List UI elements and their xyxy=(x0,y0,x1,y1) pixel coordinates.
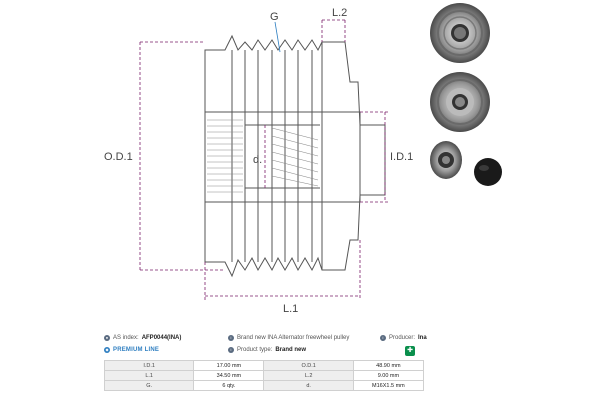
outer-diameter-label: O.D.1 xyxy=(104,151,133,163)
index-key: AS index: xyxy=(113,335,139,341)
bore-label: d. xyxy=(253,154,262,166)
product-type-value: Brand new xyxy=(275,347,307,353)
spec-key: L.1 xyxy=(103,370,195,381)
spec-table: I.D.1 17.00 mm O.D.1 48.90 mm L.1 34.50 … xyxy=(103,360,425,391)
length2-label: L.2 xyxy=(332,7,347,19)
ina-logo-icon: ✚ xyxy=(405,346,415,356)
info-icon: i xyxy=(380,335,386,341)
spec-value: 34.50 mm xyxy=(193,370,265,381)
index-row: ● AS index: AFP0044(INA) xyxy=(104,332,422,344)
info-icon: i xyxy=(228,335,234,341)
groove-label: G xyxy=(270,11,279,23)
info-right: i Producer: Ina xyxy=(380,332,427,344)
pulley-photo-parts xyxy=(430,141,502,186)
premium-row: ◆ PREMIUM LINE xyxy=(104,344,422,356)
info-left: ● AS index: AFP0044(INA) ◆ PREMIUM LINE xyxy=(104,332,422,356)
spec-key: O.D.1 xyxy=(263,360,354,371)
product-type-key: Product type: xyxy=(237,347,273,353)
pulley-technical-drawing: G L.2 O.D.1 I.D.1 d. L.1 xyxy=(104,7,413,315)
spec-value: 9.00 mm xyxy=(352,370,425,381)
index-value: AFP0044(INA) xyxy=(141,335,182,341)
table-row: I.D.1 17.00 mm O.D.1 48.90 mm xyxy=(103,360,425,371)
product-type-row: i Product type: Brand new xyxy=(228,344,349,356)
spec-key: I.D.1 xyxy=(103,360,195,371)
product-photos xyxy=(430,3,502,186)
spec-value: 6 qty. xyxy=(193,380,265,391)
producer-key: Producer: xyxy=(389,335,416,341)
pulley-photo-front xyxy=(430,3,490,63)
spec-key: G. xyxy=(103,380,195,391)
spec-value: 17.00 mm xyxy=(193,360,265,371)
producer-value: Ina xyxy=(418,335,427,341)
table-row: G. 6 qty. d. M16X1.5 mm xyxy=(103,380,425,391)
premium-line-label: PREMIUM LINE xyxy=(113,347,160,353)
diamond-icon: ◆ xyxy=(104,347,110,353)
spec-value: M16X1.5 mm xyxy=(352,380,425,391)
description-row: i Brand new INA Alternator freewheel pul… xyxy=(228,332,349,344)
length1-label: L.1 xyxy=(283,303,298,315)
producer-row: i Producer: Ina xyxy=(380,332,427,344)
spec-value: 48.90 mm xyxy=(352,360,425,371)
table-row: L.1 34.50 mm L.2 9.00 mm xyxy=(103,370,425,381)
description-text: Brand new INA Alternator freewheel pulle… xyxy=(237,335,350,341)
inner-diameter-label: I.D.1 xyxy=(390,151,413,163)
tag-icon: ● xyxy=(104,335,110,341)
spec-key: L.2 xyxy=(263,370,354,381)
info-middle: i Brand new INA Alternator freewheel pul… xyxy=(228,332,349,356)
info-icon: i xyxy=(228,347,234,353)
spec-key: d. xyxy=(263,380,354,391)
pulley-photo-angle xyxy=(430,72,490,132)
